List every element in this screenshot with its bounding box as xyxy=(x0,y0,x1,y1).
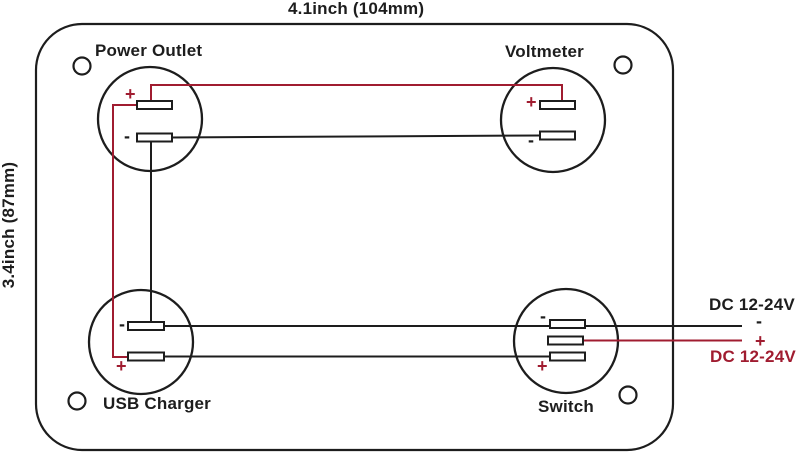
switch-label: Switch xyxy=(538,397,594,416)
switch-terminal-negative xyxy=(549,319,586,329)
wire-positive-outlet-to-voltmeter xyxy=(150,84,563,103)
supply-negative-sign: - xyxy=(756,311,762,331)
power-outlet-plus-sign: + xyxy=(125,84,136,104)
power-outlet-minus-sign: - xyxy=(124,126,130,146)
switch-plus-sign: + xyxy=(537,356,548,376)
panel-height-dimension-label: 3.4inch (87mm) xyxy=(0,161,18,289)
voltmeter-minus-sign: - xyxy=(528,130,534,150)
supply-negative-label: DC 12-24V xyxy=(709,295,795,314)
voltmeter-terminal-negative xyxy=(539,130,576,141)
voltmeter-terminal-positive xyxy=(539,100,576,110)
usb-charger-plus-sign: + xyxy=(116,356,127,376)
switch-terminal-positive xyxy=(549,351,586,362)
supply-positive-label: DC 12-24V xyxy=(710,347,796,366)
voltmeter-plus-sign: + xyxy=(526,92,537,112)
usb-charger-terminal-negative xyxy=(127,321,165,331)
usb-charger-label: USB Charger xyxy=(103,394,212,413)
wire-positive-outlet-to-usb xyxy=(112,104,139,358)
usb-charger-circle xyxy=(87,288,195,396)
mounting-hole-top-left xyxy=(72,56,92,76)
power-outlet-terminal-positive xyxy=(136,100,173,110)
mounting-hole-bottom-left xyxy=(67,391,87,411)
switch-minus-sign: - xyxy=(540,306,546,326)
panel-width-dimension-label: 4.1inch (104mm) xyxy=(288,0,425,18)
voltmeter-label: Voltmeter xyxy=(505,42,584,61)
voltmeter-circle xyxy=(499,66,607,174)
power-outlet-label: Power Outlet xyxy=(95,41,203,60)
mounting-hole-top-right xyxy=(613,55,633,75)
mounting-hole-bottom-right xyxy=(618,385,638,405)
switch-terminal-middle xyxy=(547,335,584,346)
usb-charger-terminal-positive xyxy=(127,351,165,362)
power-outlet-terminal-negative xyxy=(136,132,173,143)
supply-positive-sign: + xyxy=(755,331,766,351)
wire-negative-outlet-to-voltmeter xyxy=(169,134,542,139)
usb-charger-minus-sign: - xyxy=(119,314,125,334)
